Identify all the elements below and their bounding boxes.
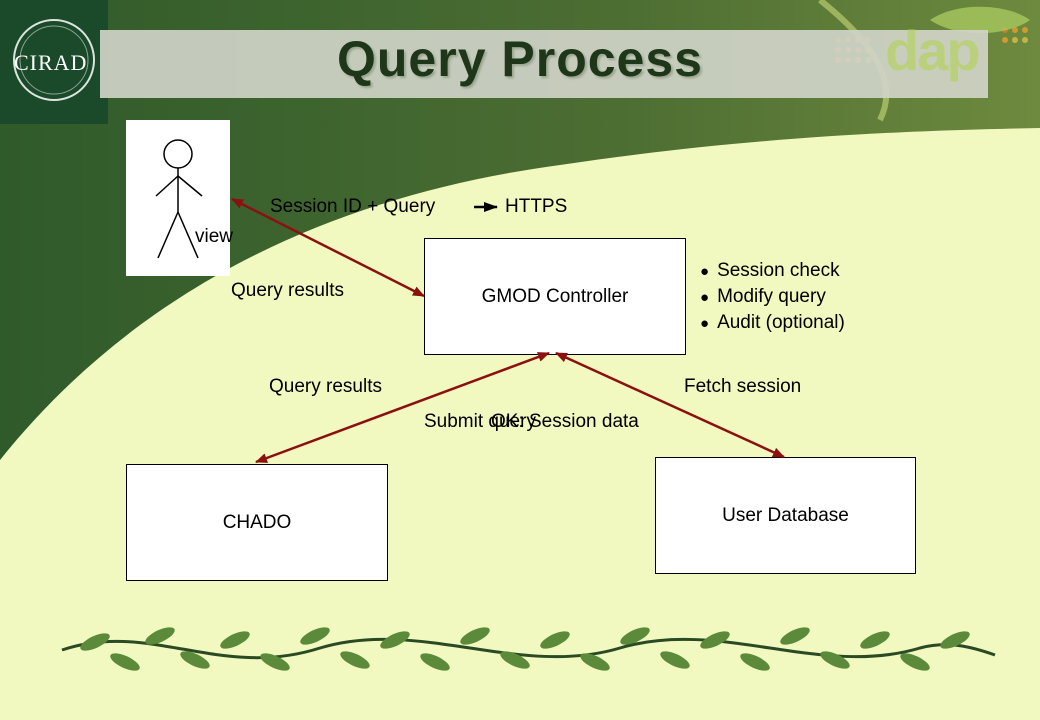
step-item: Session check (700, 258, 845, 284)
slide-title: Query Process (337, 31, 703, 87)
actor-box (126, 120, 230, 276)
actor-label: view (195, 226, 234, 247)
edge-label-fetch-session: Fetch session (684, 376, 802, 397)
edge-label-https: HTTPS (505, 196, 568, 217)
chado-node: CHADO (126, 464, 388, 581)
controller-steps-list: Session check Modify query Audit (option… (700, 258, 845, 336)
cirad-logo: CIRAD (0, 0, 108, 124)
title-bar (100, 30, 988, 98)
brand-mark: dap (885, 19, 981, 82)
logo-text: CIRAD (14, 50, 88, 75)
logo-ring-icon (13, 19, 95, 101)
edge-label-ok-session-data: OK: Session data (491, 411, 639, 432)
stick-figure-icon (155, 139, 203, 259)
vine-decoration (61, 627, 996, 671)
leaf-decoration (930, 6, 1030, 34)
step-item: Modify query (700, 284, 845, 310)
edge-label-submit-query: Submit query (424, 411, 536, 432)
edge-label-query-results-left: Query results (269, 376, 382, 397)
edge-label-session-query: Session ID + Query (270, 196, 436, 217)
step-item: Audit (optional) (700, 310, 845, 336)
user-database-node: User Database (655, 457, 916, 574)
gmod-controller-node: GMOD Controller (424, 238, 686, 355)
edge-label-query-results-top: Query results (231, 280, 344, 301)
